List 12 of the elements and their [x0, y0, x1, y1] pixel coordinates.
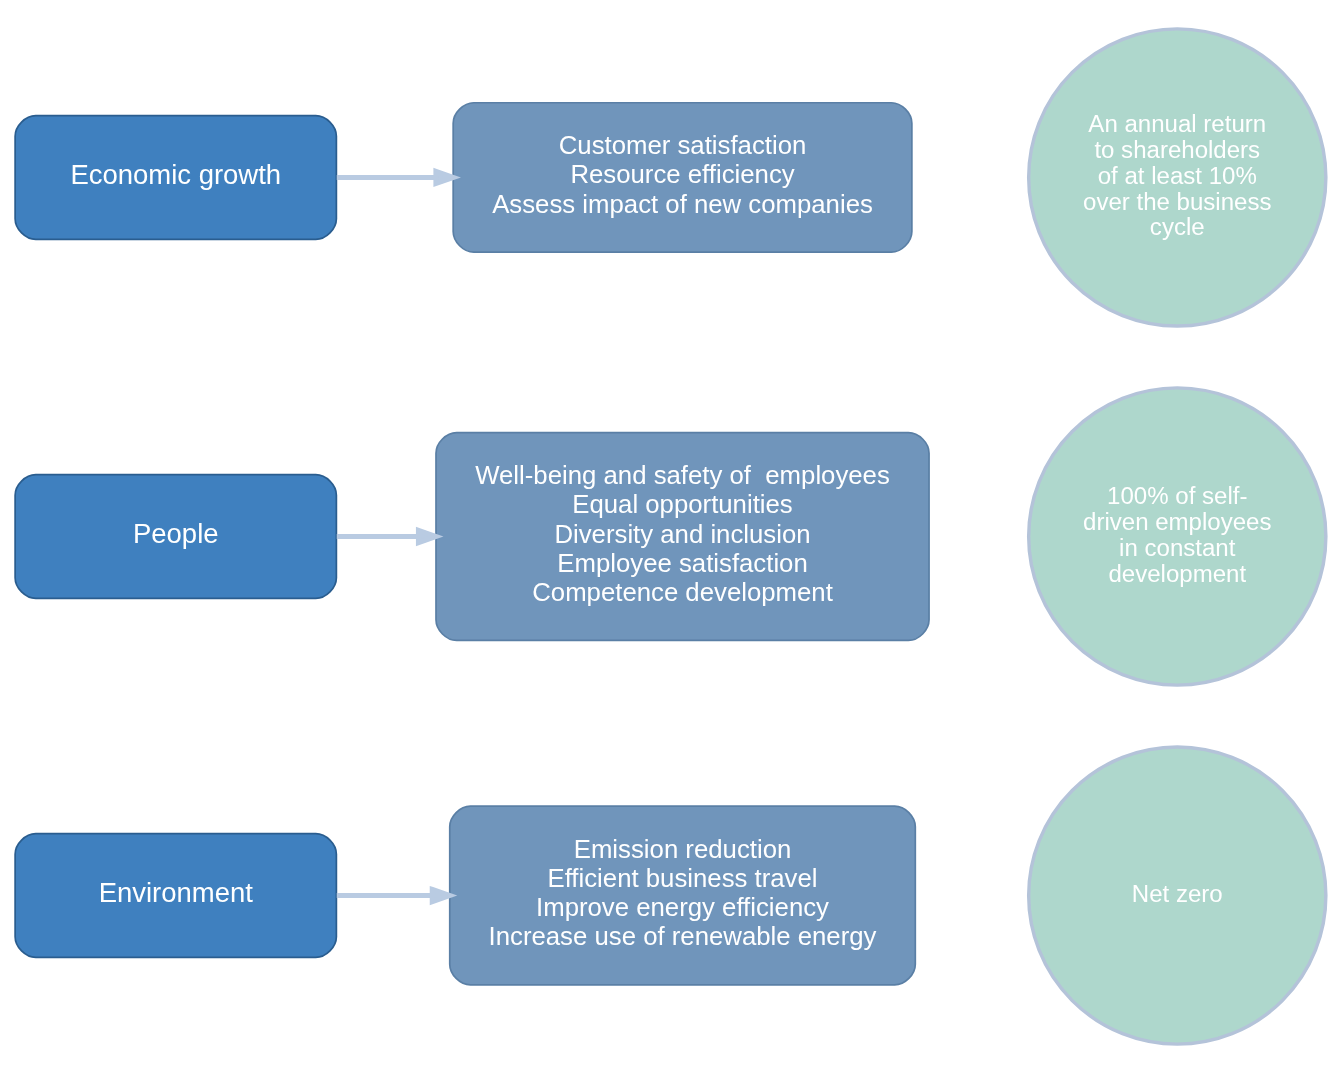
arrow	[336, 526, 444, 547]
node-box: Emission reduction Efficient business travel Improve energy efficiency Increase use of renewable energy	[448, 805, 917, 986]
node-circle: 100% of self-driven employees in constant development	[1026, 386, 1328, 687]
node-box: Customer satisfaction Resource efficiency Assess impact of new companies	[452, 101, 913, 254]
node-circle: Net zero	[1026, 745, 1328, 1046]
node-box: Environment	[14, 832, 338, 959]
node-box: Economic growth	[14, 114, 338, 241]
node-box: People	[14, 473, 338, 600]
arrow	[336, 885, 458, 906]
node-circle: An annual return to shareholders of at least 10% over the business cycle	[1026, 27, 1328, 328]
arrow	[336, 167, 461, 188]
node-box: Well-being and safety of employees Equal opportunities Diversity and inclusion Employee satisfaction Competence development	[435, 431, 930, 642]
